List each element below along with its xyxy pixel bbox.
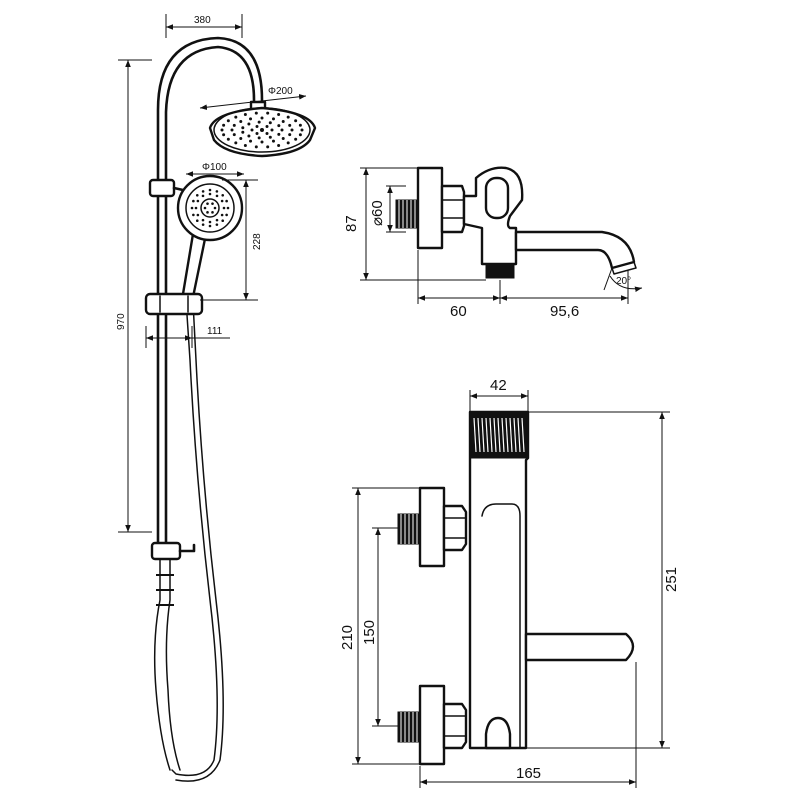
upper-nut bbox=[442, 504, 468, 552]
riser-rail bbox=[156, 36, 264, 547]
lower-nut bbox=[442, 702, 468, 750]
handle-knurl bbox=[473, 417, 525, 453]
bottom-outlet-thread bbox=[485, 263, 515, 279]
dim-hand-diameter: Φ100 bbox=[202, 162, 227, 173]
hand-nozzles bbox=[190, 188, 230, 228]
dim-arm-width: 380 bbox=[194, 15, 211, 26]
shower-dimensions bbox=[118, 14, 307, 533]
upper-slider bbox=[148, 178, 176, 198]
mixer-front-view: 42 251 210 150 165 bbox=[339, 377, 680, 788]
dim-spout-reach: 95,6 bbox=[550, 303, 579, 320]
outlet-elbow bbox=[178, 543, 196, 553]
rain-nozzles bbox=[220, 111, 304, 149]
lower-hose bbox=[153, 559, 171, 771]
mixer-side-view: 87 ⌀60 60 95,6 20° bbox=[343, 166, 643, 320]
upper-flange bbox=[418, 486, 446, 568]
spout-front bbox=[524, 632, 635, 662]
dim-front-total-width: 165 bbox=[516, 765, 541, 782]
wall-flange bbox=[416, 166, 444, 250]
dim-body-depth: 60 bbox=[450, 303, 467, 320]
dim-total-height: 970 bbox=[116, 313, 127, 330]
hose-rings bbox=[156, 574, 174, 606]
dim-hand-height: 228 bbox=[252, 233, 263, 250]
hand-shower bbox=[176, 174, 244, 304]
hose-inner bbox=[175, 301, 224, 782]
dim-head-diameter: Φ200 bbox=[268, 86, 293, 97]
riser-rail-inner bbox=[164, 45, 256, 547]
middle-slider bbox=[144, 292, 204, 316]
rain-shower-head bbox=[208, 106, 317, 158]
column-slot bbox=[481, 503, 521, 749]
dim-bracket-offset: 111 bbox=[207, 326, 223, 337]
bottom-outlet bbox=[150, 541, 182, 561]
lower-flange bbox=[418, 684, 446, 766]
spout bbox=[514, 230, 636, 270]
dim-flange-diameter: ⌀60 bbox=[369, 200, 386, 226]
hose bbox=[171, 299, 218, 777]
dim-front-total-height: 251 bbox=[663, 567, 680, 592]
knob bbox=[484, 176, 510, 220]
union-nut bbox=[440, 184, 466, 234]
dim-spout-angle: 20° bbox=[616, 276, 631, 287]
dim-handle-width: 42 bbox=[490, 377, 507, 394]
dim-center-distance: 150 bbox=[361, 620, 378, 645]
dim-side-height: 87 bbox=[343, 215, 360, 232]
dim-outer-height: 210 bbox=[339, 625, 356, 650]
hook-notch bbox=[484, 716, 512, 750]
shower-set-drawing: 380 Φ200 Φ100 228 970 111 bbox=[116, 14, 317, 782]
